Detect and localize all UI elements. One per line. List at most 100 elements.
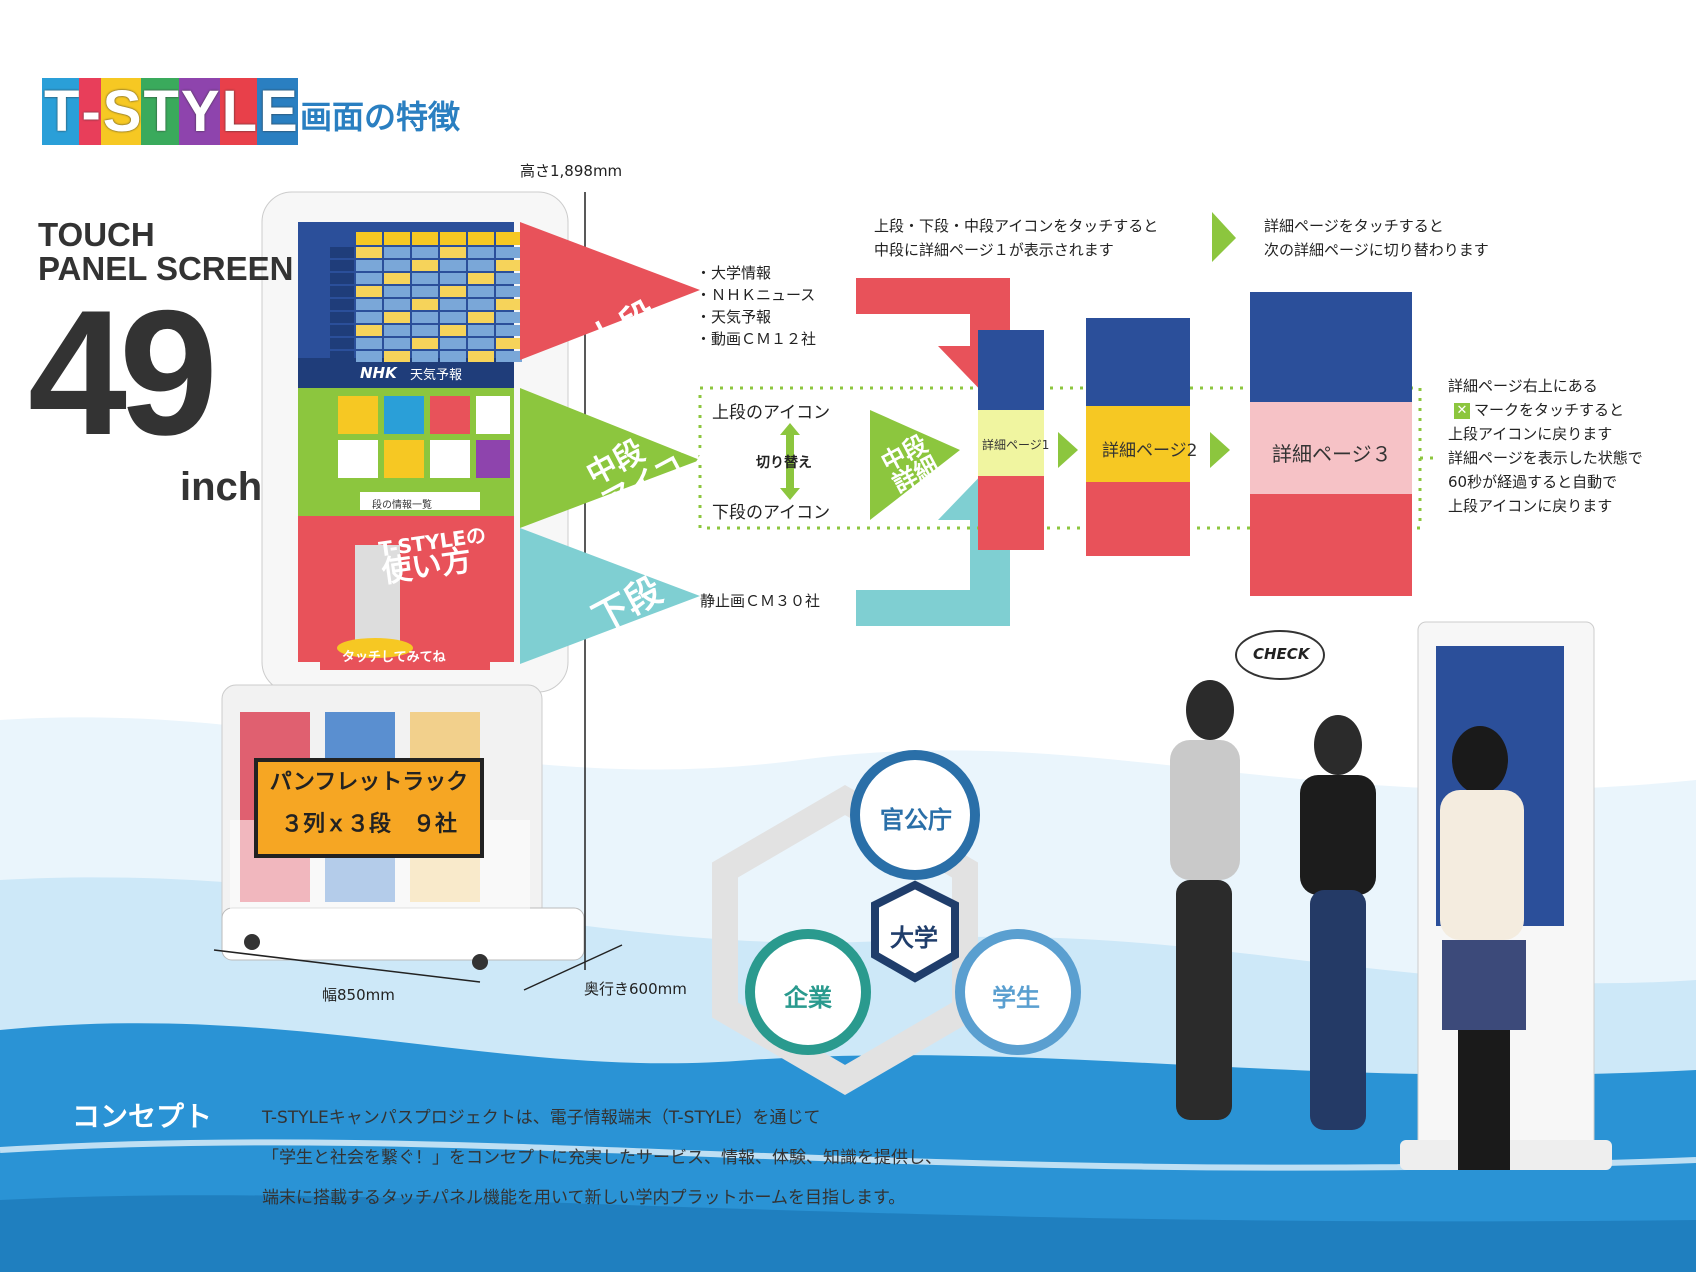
upper-tier-items: ・大学情報 ・ＮＨＫニュース ・天気予報 ・動画ＣＭ１２社 [696, 262, 816, 350]
page-subtitle: 画面の特徴 [300, 98, 461, 136]
weather-forecast-cell [496, 312, 522, 323]
screen-nhk-label: NHK [360, 364, 397, 382]
weather-forecast-cell [440, 247, 466, 258]
width-dimension: 幅850mm [322, 986, 395, 1004]
concept-title: コンセプト [72, 1100, 213, 1133]
weather-forecast-cell [412, 299, 438, 310]
screen-tier-list-button: 段の情報一覧 [372, 500, 432, 511]
weather-forecast-cell [440, 299, 466, 310]
detail-page-2-label: 詳細ページ2 [1102, 441, 1198, 461]
stakeholder-government: 官公庁 [880, 806, 952, 834]
weather-forecast-cell [496, 260, 522, 271]
screen-forecast-label: 天気予報 [410, 368, 463, 383]
pamphlet-rack-spec: ３列ｘ３段 ９社 [280, 812, 457, 837]
concept-line: T-STYLEキャンパスプロジェクトは、電子情報端末（T-STYLE）を通じて [262, 1108, 821, 1128]
weather-day-cell [384, 232, 410, 245]
weather-forecast-cell [496, 325, 522, 336]
weather-city-cell [330, 338, 354, 349]
instruction-right: 詳細ページ右上にある マークをタッチすると 上段アイコンに戻ります 詳細ページを… [1448, 374, 1643, 518]
depth-dimension: 奥行き600mm [584, 980, 687, 998]
weather-forecast-cell [356, 338, 382, 349]
logo-letter: S [100, 78, 142, 145]
touch-line-1: TOUCH [38, 216, 155, 253]
weather-forecast-cell [468, 273, 494, 284]
weather-forecast-cell [384, 325, 410, 336]
weather-forecast-cell [468, 325, 494, 336]
weather-forecast-cell [356, 312, 382, 323]
weather-forecast-cell [440, 286, 466, 297]
weather-forecast-cell [468, 351, 494, 362]
lower-tier-items: 静止画ＣＭ３０社 [700, 590, 820, 612]
instruction-line: 詳細ページを表示した状態で [1448, 449, 1643, 467]
weather-forecast-cell [384, 273, 410, 284]
weather-forecast-cell [384, 260, 410, 271]
weather-forecast-cell [356, 260, 382, 271]
weather-forecast-cell [384, 351, 410, 362]
weather-forecast-cell [412, 273, 438, 284]
upper-tier-item: ・ＮＨＫニュース [696, 286, 816, 304]
weather-forecast-cell [496, 351, 522, 362]
touch-heading: TOUCH PANEL SCREEN [38, 218, 294, 286]
weather-forecast-cell [412, 325, 438, 336]
weather-forecast-cell [468, 286, 494, 297]
concept-line: 「学生と社会を繋ぐ！」をコンセプトに充実したサービス、情報、体験、知識を提供し、 [262, 1148, 942, 1168]
instruction-top-left: 上段・下段・中段アイコンをタッチすると 中段に詳細ページ１が表示されます [874, 214, 1158, 262]
weather-city-cell [330, 286, 354, 297]
close-x-icon: ✕ [1454, 403, 1470, 419]
upper-tier-item: ・天気予報 [696, 308, 772, 326]
weather-forecast-cell [496, 299, 522, 310]
weather-city-cell [330, 247, 354, 258]
weather-day-cell [496, 232, 522, 245]
logo-letter: T [42, 78, 79, 145]
pamphlet-rack-title: パンフレットラック [269, 770, 469, 795]
stakeholder-companies: 企業 [784, 984, 832, 1012]
weather-forecast-cell [440, 273, 466, 284]
stakeholder-students: 学生 [992, 984, 1040, 1012]
height-dimension: 高さ1,898mm [520, 162, 623, 180]
upper-tier-item: ・大学情報 [696, 264, 772, 282]
weather-city-cell [330, 312, 354, 323]
check-bubble: CHECK [1253, 645, 1310, 663]
weather-forecast-cell [468, 260, 494, 271]
screen-size-unit: inch [180, 465, 263, 509]
weather-city-cell [330, 273, 354, 284]
instruction-line: 中段に詳細ページ１が表示されます [874, 241, 1114, 259]
detail-page-3-label: 詳細ページ３ [1272, 442, 1392, 466]
upper-tier-item: ・動画ＣＭ１２社 [696, 330, 817, 348]
weather-day-cell [412, 232, 438, 245]
instruction-line: 上段アイコンに戻ります [1448, 497, 1613, 515]
weather-forecast-cell [440, 312, 466, 323]
logo-letter: L [219, 78, 257, 145]
weather-city-cell [330, 325, 354, 336]
instruction-line: 次の詳細ページに切り替わります [1264, 241, 1489, 259]
weather-forecast-cell [412, 338, 438, 349]
instruction-line: 詳細ページ右上にある [1448, 377, 1598, 395]
weather-city-cell [330, 299, 354, 310]
switch-lower-icons: 下段のアイコン [712, 503, 831, 523]
weather-forecast-cell [468, 338, 494, 349]
touch-line-2: PANEL SCREEN [38, 250, 294, 287]
weather-forecast-cell [384, 286, 410, 297]
weather-forecast-cell [412, 351, 438, 362]
weather-forecast-cell [412, 286, 438, 297]
weather-forecast-cell [496, 273, 522, 284]
concept-line: 端末に搭載するタッチパネル機能を用いて新しい学内プラットホームを目指します。 [262, 1188, 906, 1208]
weather-forecast-cell [356, 325, 382, 336]
weather-forecast-cell [496, 338, 522, 349]
weather-forecast-cell [496, 247, 522, 258]
weather-forecast-cell [356, 351, 382, 362]
instruction-line: 上段アイコンに戻ります [1448, 425, 1613, 443]
weather-forecast-cell [356, 286, 382, 297]
instruction-line: 60秒が経過すると自動で [1448, 473, 1618, 491]
weather-forecast-cell [384, 338, 410, 349]
logo-letter: E [257, 78, 298, 145]
weather-forecast-cell [440, 338, 466, 349]
weather-forecast-cell [440, 260, 466, 271]
weather-city-cell [330, 351, 354, 362]
instruction-top-right: 詳細ページをタッチすると 次の詳細ページに切り替わります [1264, 214, 1489, 262]
weather-day-cell [356, 232, 382, 245]
weather-city-cell [330, 260, 354, 271]
logo-letter: - [79, 78, 101, 145]
detail-page-1-label: 詳細ページ1 [982, 438, 1050, 452]
weather-forecast-cell [468, 247, 494, 258]
